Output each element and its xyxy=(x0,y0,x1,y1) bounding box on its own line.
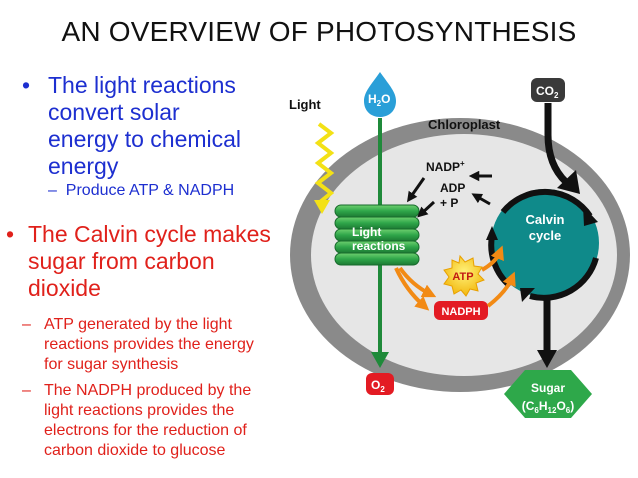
sub-bullet-atp-nadph: – Produce ATP & NADPH xyxy=(48,181,298,201)
h2o-label: H2O xyxy=(368,92,390,108)
light-ray-arrowhead-icon xyxy=(314,200,330,214)
sugar-hexagon xyxy=(504,370,592,418)
light-to-atp-arrow xyxy=(394,267,430,311)
sub-bullet-dash: – xyxy=(22,316,31,333)
page-title: AN OVERVIEW OF PHOTOSYNTHESIS xyxy=(61,16,577,47)
sub-bullet-line: light reactions provides the xyxy=(44,402,235,419)
sugar-label: Sugar xyxy=(531,381,565,395)
nadph-badge xyxy=(434,301,488,320)
nadph-label: NADPH xyxy=(441,306,480,318)
sub-bullet-line: electrons for the reduction of xyxy=(44,422,247,439)
calvin-arrowhead-icon xyxy=(486,226,498,240)
co2-badge xyxy=(531,78,565,102)
light-ray-icon xyxy=(314,122,335,204)
calvin-cycle-arrow-top xyxy=(500,188,593,218)
light-to-nadph-arrow xyxy=(398,266,437,298)
sub-bullet-dash: – xyxy=(48,182,66,199)
sugar-formula: (C6H12O6) xyxy=(522,399,575,415)
sub-bullet-line: for sugar synthesis xyxy=(44,356,179,373)
calvin-cycle-label-line2: cycle xyxy=(529,228,562,243)
co2-arrowhead-icon xyxy=(557,170,580,194)
thylakoid-stack xyxy=(334,204,420,266)
adp-return-arrow xyxy=(471,193,491,206)
bullet-line: energy to chemical xyxy=(48,126,242,152)
sub-bullet-dash: – xyxy=(22,382,31,399)
bullet-line: convert solar xyxy=(48,99,180,125)
o2-badge xyxy=(366,373,394,395)
bullet-line: energy xyxy=(48,153,119,179)
calvin-arrowhead-icon xyxy=(583,206,598,226)
sub-bullet-line: The NADPH produced by the xyxy=(44,382,252,399)
calvin-arrowhead-icon xyxy=(520,288,535,302)
calvin-cycle-label-line1: Calvin xyxy=(525,212,564,227)
sub-bullet-line: carbon dioxide to glucose xyxy=(44,442,226,459)
calvin-cycle-arrow-right xyxy=(529,257,599,301)
bullet-calvin-text: The Calvin cycle makes sugar from carbon… xyxy=(28,221,308,302)
nadph-to-calvin-arrow xyxy=(486,271,516,308)
calvin-cycle-circle xyxy=(491,189,599,297)
atp-burst-icon xyxy=(443,254,485,297)
bullet-dot: • xyxy=(22,72,31,98)
water-drop-icon xyxy=(364,72,396,117)
light-reactions-label-line2: reactions xyxy=(352,239,406,253)
atp-label: ATP xyxy=(452,271,473,283)
chloroplast-label: Chloroplast xyxy=(428,117,501,132)
sub-bullet-text: Produce ATP & NADPH xyxy=(65,182,235,199)
bullet-line: The Calvin cycle makes xyxy=(28,221,271,247)
bullet-dot: • xyxy=(6,221,15,247)
co2-arrow xyxy=(544,103,569,185)
sugar-arrowhead-icon xyxy=(537,350,557,368)
co2-label: CO2 xyxy=(536,84,559,100)
bullet-light-text: The light reactions convert solar energy… xyxy=(48,72,288,180)
bullet-line: sugar from carbon xyxy=(28,248,215,274)
light-label: Light xyxy=(289,97,321,112)
nadp-to-light-arrow xyxy=(406,177,426,203)
atp-to-calvin-arrow xyxy=(480,245,504,272)
water-path-arrowhead-icon xyxy=(371,352,389,368)
adp-label: ADP xyxy=(440,181,465,195)
bullet-line: The light reactions xyxy=(48,72,236,98)
bullet-line: dioxide xyxy=(28,275,101,301)
sub-bullet-line: reactions provides the energy xyxy=(44,336,254,353)
nadp-plus-label: NADP+ xyxy=(426,159,465,174)
sub-bullet-line: ATP generated by the light xyxy=(44,316,232,333)
plus-p-label: + P xyxy=(440,196,458,210)
light-reactions-label-line1: Light xyxy=(352,225,381,239)
o2-label: O2 xyxy=(371,378,385,394)
adp-to-light-arrow xyxy=(417,200,436,218)
